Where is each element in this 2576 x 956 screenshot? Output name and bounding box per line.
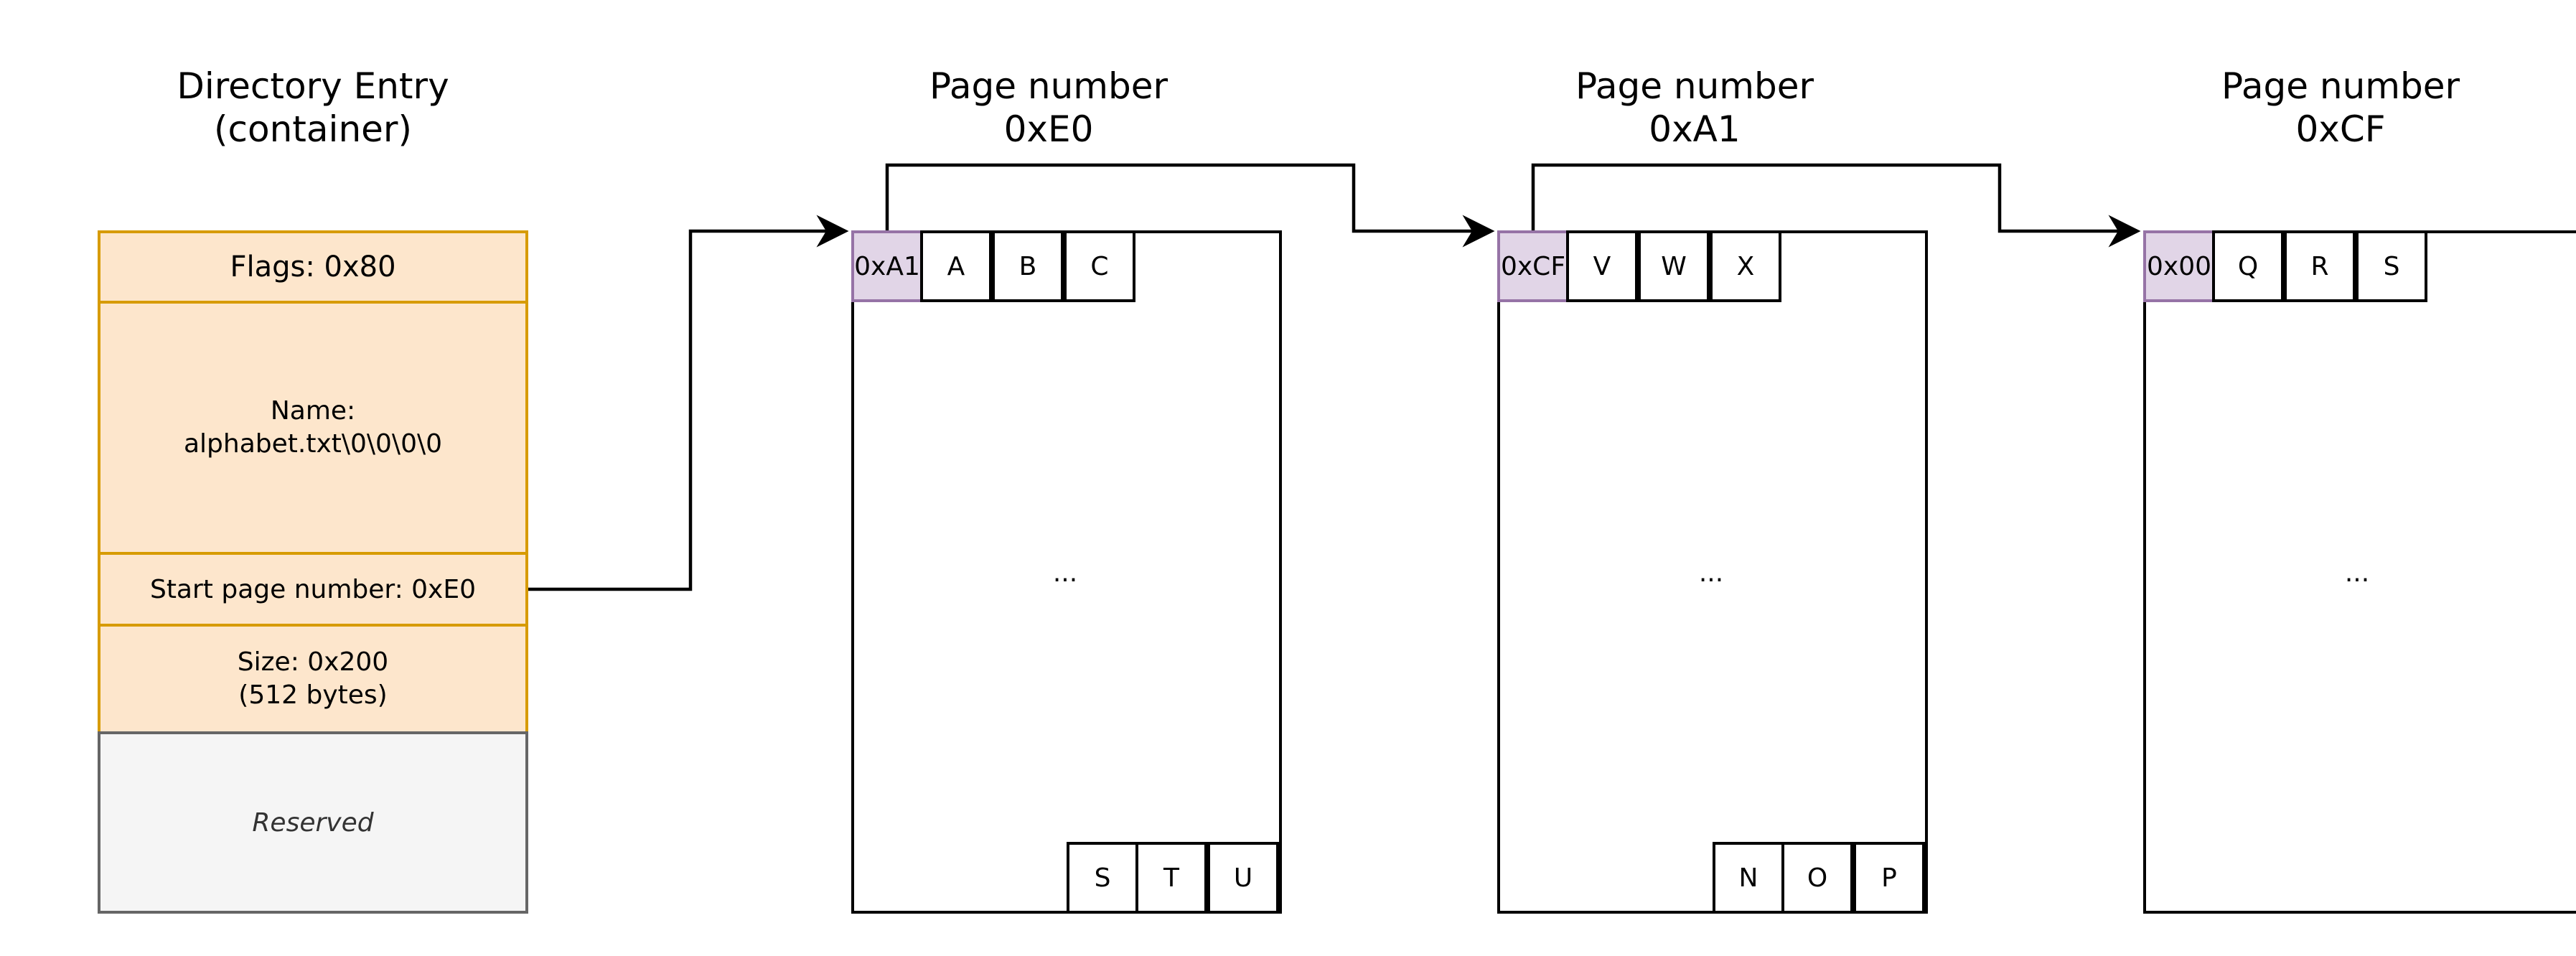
page-ellipsis: ... — [2344, 558, 2370, 588]
data-cell: V — [1566, 230, 1638, 302]
data-cell: C — [1064, 230, 1135, 302]
data-cell: T — [1135, 842, 1207, 914]
data-cell: B — [992, 230, 1064, 302]
page-title: Page number 0xCF — [2221, 65, 2460, 150]
data-cell: Q — [2212, 230, 2284, 302]
size-field: Size: 0x200 (512 bytes) — [98, 624, 528, 734]
name-field: Name: alphabet.txt\0\0\0\0 — [98, 301, 528, 555]
data-cell: S — [2356, 230, 2427, 302]
next-page-pointer: 0xCF — [1497, 230, 1569, 302]
next-page-arrow-1 — [885, 163, 1495, 248]
page-title: Page number 0xA1 — [1575, 65, 1814, 150]
data-cell: S — [1067, 842, 1138, 914]
data-cell: U — [1207, 842, 1279, 914]
flags-field: Flags: 0x80 — [98, 230, 528, 304]
data-cell: W — [1638, 230, 1710, 302]
start-page-arrow — [528, 215, 849, 591]
page-title: Page number 0xE0 — [929, 65, 1168, 150]
next-page-pointer: 0xA1 — [851, 230, 923, 302]
directory-entry-title: Directory Entry (container) — [177, 65, 449, 150]
data-cell: N — [1713, 842, 1784, 914]
next-page-pointer: 0x00 — [2143, 230, 2215, 302]
data-cell: R — [2284, 230, 2356, 302]
next-page-arrow-2 — [1531, 163, 2141, 248]
start-page-field: Start page number: 0xE0 — [98, 552, 528, 627]
reserved-field: Reserved — [98, 731, 528, 914]
data-cell: A — [920, 230, 992, 302]
page-ellipsis: ... — [1698, 558, 1724, 588]
page-ellipsis: ... — [1052, 558, 1078, 588]
data-cell: X — [1710, 230, 1781, 302]
data-cell: O — [1781, 842, 1853, 914]
data-cell: P — [1853, 842, 1925, 914]
